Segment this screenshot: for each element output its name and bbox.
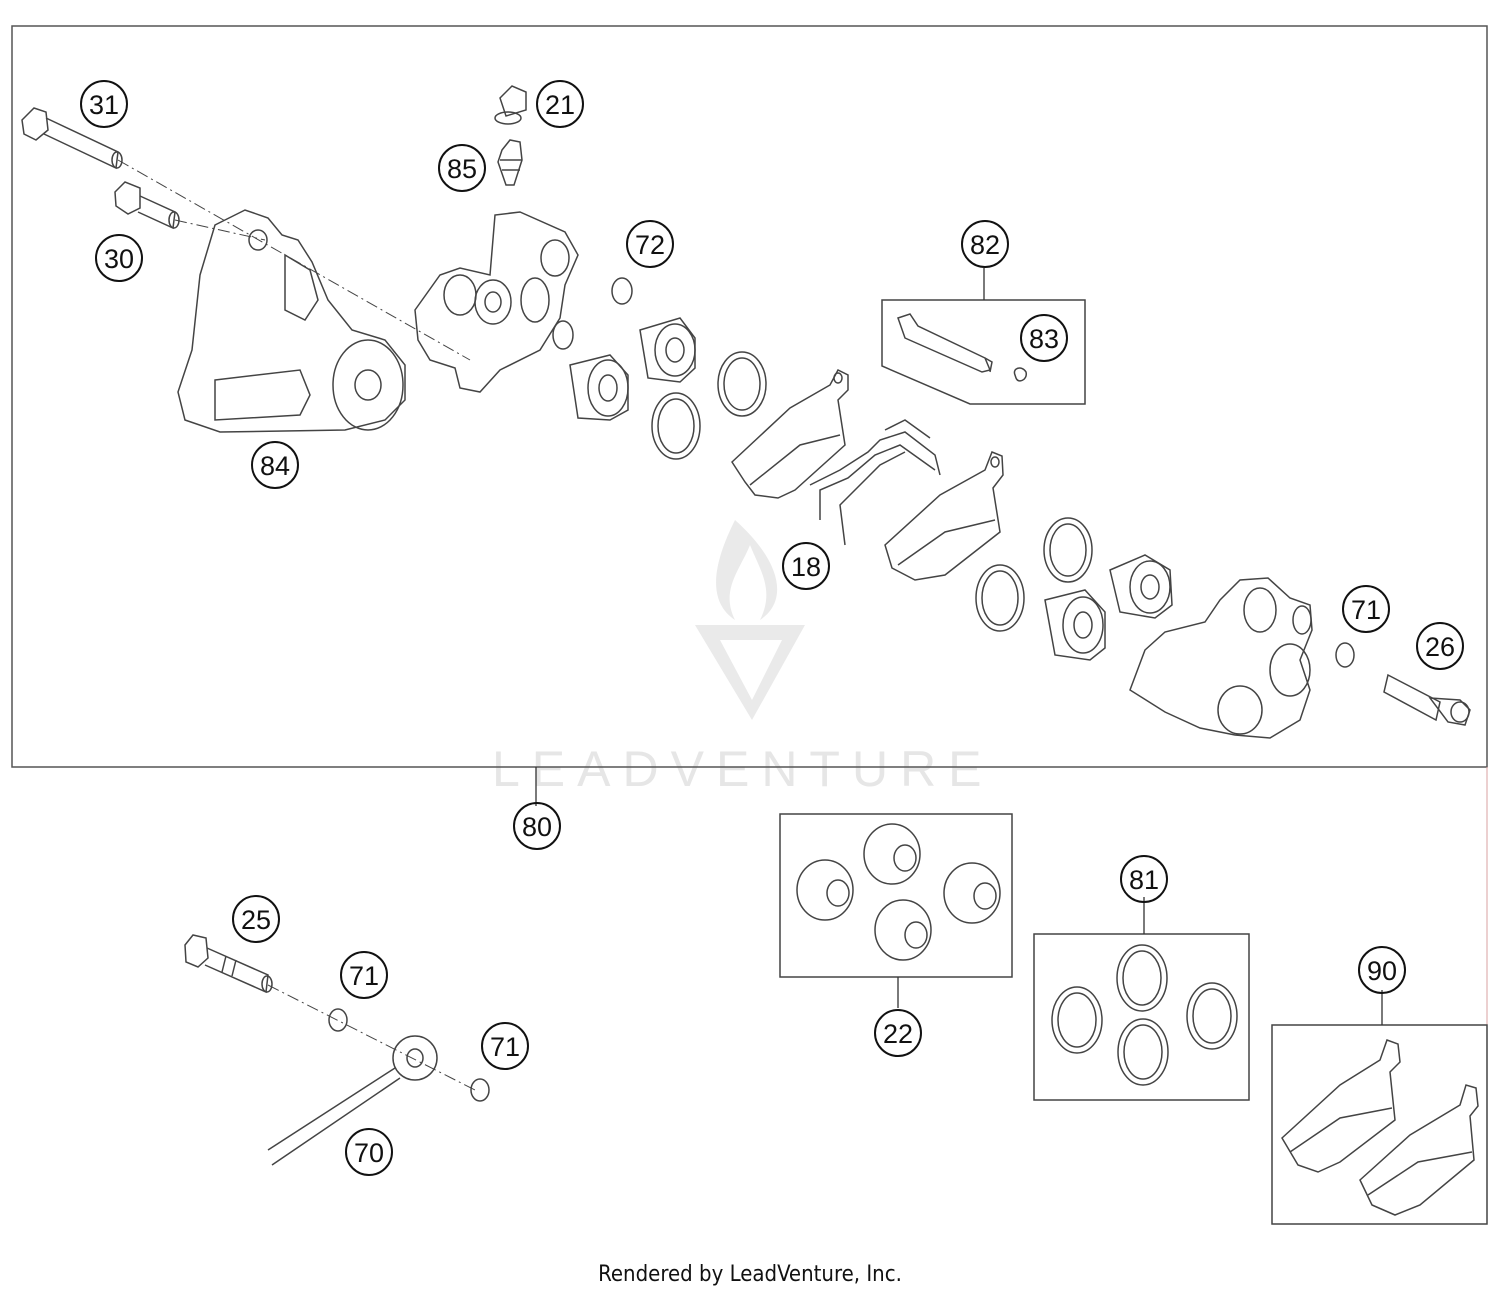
callout-18-label: 18 <box>791 552 821 582</box>
callout-26-label: 26 <box>1425 632 1455 662</box>
small-seal-part-71-top <box>1335 642 1355 668</box>
seal-kit-part-81 <box>1051 944 1238 1086</box>
short-bolt-part-30 <box>114 181 180 230</box>
callout-90-label: 90 <box>1367 956 1397 986</box>
outer-caliper-half <box>1129 577 1313 739</box>
callout-81-label: 81 <box>1129 865 1159 895</box>
clip-part-83 <box>1013 367 1027 382</box>
callout-71-lower: 71 <box>481 1022 529 1070</box>
square-seal-lower-inner <box>657 398 695 454</box>
parts-linework <box>21 85 1488 1225</box>
outer-seal-2-inner <box>981 570 1019 626</box>
callout-70-label: 70 <box>354 1138 384 1168</box>
outer-seal-1-inner <box>1049 523 1087 577</box>
callout-71-middle-label: 71 <box>349 961 379 991</box>
inner-piston-upper <box>639 317 696 383</box>
callout-22: 22 <box>874 1009 922 1057</box>
brake-hose-part-70 <box>267 1035 438 1166</box>
callout-71-top: 71 <box>1342 585 1390 633</box>
callout-30-label: 30 <box>104 244 134 274</box>
callout-81: 81 <box>1120 855 1168 903</box>
callout-84-label: 84 <box>260 451 290 481</box>
callout-72: 72 <box>626 220 674 268</box>
callout-82: 82 <box>961 220 1009 268</box>
banjo-bolt-part-25 <box>184 934 273 994</box>
piston-kit-frame <box>779 813 1013 978</box>
washer-part-71-lower <box>470 1078 490 1102</box>
callout-85-label: 85 <box>447 154 477 184</box>
callout-31: 31 <box>80 80 128 128</box>
square-seal-upper <box>717 351 767 417</box>
outer-seal-2 <box>975 564 1025 632</box>
callout-84: 84 <box>251 441 299 489</box>
square-seal-upper-inner <box>723 357 761 411</box>
piston-kit-part-22 <box>796 823 1001 961</box>
callout-83: 83 <box>1020 314 1068 362</box>
callout-71-lower-label: 71 <box>490 1032 520 1062</box>
bleeder-cap-part-21 <box>494 85 527 125</box>
outer-seal-1 <box>1043 517 1093 583</box>
pad-kit-frame <box>1271 1024 1488 1225</box>
callout-26: 26 <box>1416 622 1464 670</box>
watermark: LEADVENTURE <box>492 520 994 797</box>
long-bolt-part-31 <box>21 107 123 170</box>
callout-25: 25 <box>232 895 280 943</box>
callout-71-top-label: 71 <box>1351 595 1381 625</box>
callout-85: 85 <box>438 144 486 192</box>
square-seal-lower <box>651 392 701 460</box>
render-credit: Rendered by LeadVenture, Inc. <box>598 1262 902 1287</box>
callout-71-middle: 71 <box>340 951 388 999</box>
callout-90: 90 <box>1358 946 1406 994</box>
pad-pin-part-82 <box>897 313 993 373</box>
pin-kit-frame <box>881 299 1086 405</box>
callout-18: 18 <box>782 542 830 590</box>
caliper-bolt-part-26 <box>1383 673 1471 726</box>
callout-72-label: 72 <box>635 230 665 260</box>
watermark-text: LEADVENTURE <box>492 741 994 797</box>
inner-piston-lower <box>569 354 629 421</box>
callout-30: 30 <box>95 234 143 282</box>
seal-kit-frame <box>1033 933 1250 1101</box>
washer-part-71-upper <box>328 1008 348 1032</box>
pad-spring-part-18 <box>809 419 941 546</box>
caliper-bracket-part-84 <box>177 209 406 433</box>
outer-piston-lower <box>1044 589 1106 661</box>
bleeder-valve-part-85 <box>497 139 523 186</box>
callout-25-label: 25 <box>241 905 271 935</box>
callout-70: 70 <box>345 1128 393 1176</box>
callout-22-label: 22 <box>883 1019 913 1049</box>
outer-piston-upper <box>1109 554 1173 619</box>
inner-seal-ring <box>552 320 574 350</box>
brake-pad-left <box>731 369 849 499</box>
seal-part-72 <box>611 277 633 305</box>
main-caliper-group-frame <box>11 25 1488 768</box>
pad-kit-part-90 <box>1281 1039 1479 1216</box>
callout-83-label: 83 <box>1029 324 1059 354</box>
brake-pad-right <box>884 451 1004 581</box>
callout-21-label: 21 <box>545 90 575 120</box>
callout-21: 21 <box>536 80 584 128</box>
callout-80-label: 80 <box>522 812 552 842</box>
inner-caliper-half <box>414 211 579 393</box>
callout-31-label: 31 <box>89 90 119 120</box>
callout-80: 80 <box>513 802 561 850</box>
callout-82-label: 82 <box>970 230 1000 260</box>
